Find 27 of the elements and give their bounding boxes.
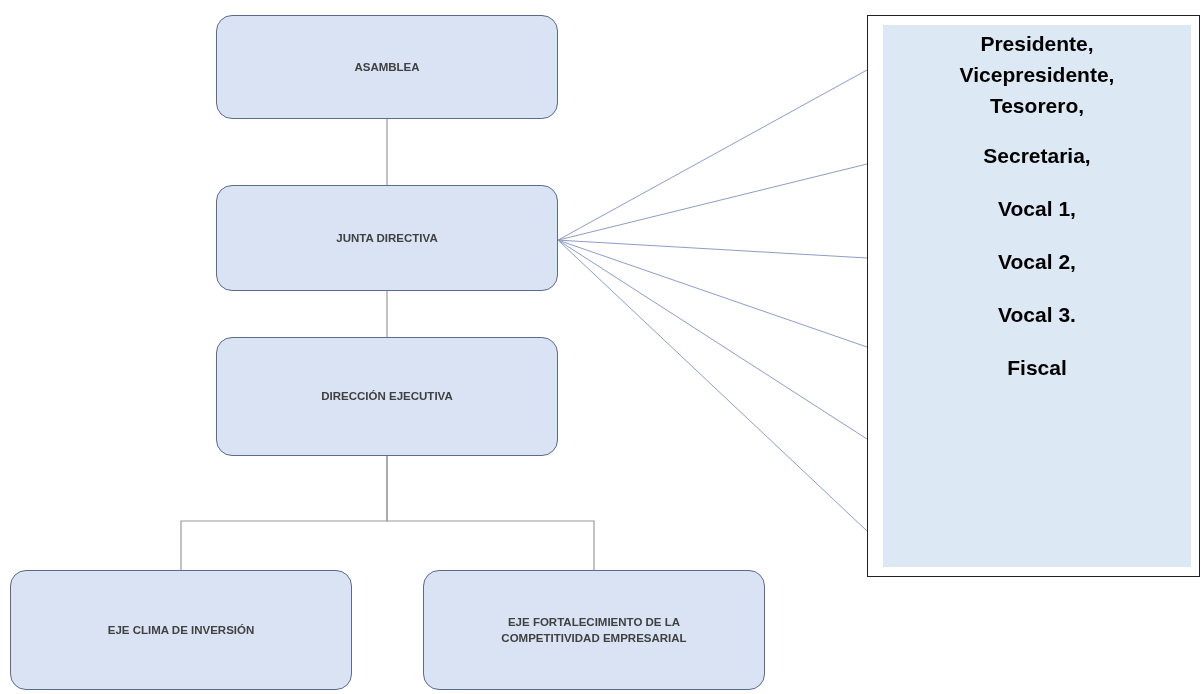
connector-line [557,69,868,241]
connector-line [386,290,388,338]
member-label: Vicepresidente, [959,62,1115,88]
connector-line [557,239,868,259]
member-label: Fiscal [1007,355,1067,381]
box-label: JUNTA DIRECTIVA [335,230,439,246]
box-label: EJE CLIMA DE INVERSIÓN [106,622,256,638]
member-label: Presidente, [980,31,1094,57]
box-label: EJE FORTALECIMIENTO DE LA COMPETITIVIDAD EMPRESARIAL [500,614,688,646]
org-box [216,337,558,456]
org-box [216,185,558,291]
member-label: Vocal 2, [998,248,1076,275]
org-box [10,570,352,690]
member-label: Secretaria, [983,142,1091,168]
org-box [423,570,765,690]
box-label: ASAMBLEA [353,59,421,75]
member-label: Vocal 3. [998,302,1076,328]
connector-line [386,455,595,571]
connector-line [386,118,388,186]
connector-line [557,239,868,348]
member-label: Tesorero, [989,93,1085,119]
connector-line [557,239,868,440]
connector-line [557,239,868,532]
connector-line [557,163,868,241]
org-box [216,15,558,119]
box-label: DIRECCIÓN EJECUTIVA [320,389,454,405]
member-label: Vocal 1, [998,195,1076,221]
